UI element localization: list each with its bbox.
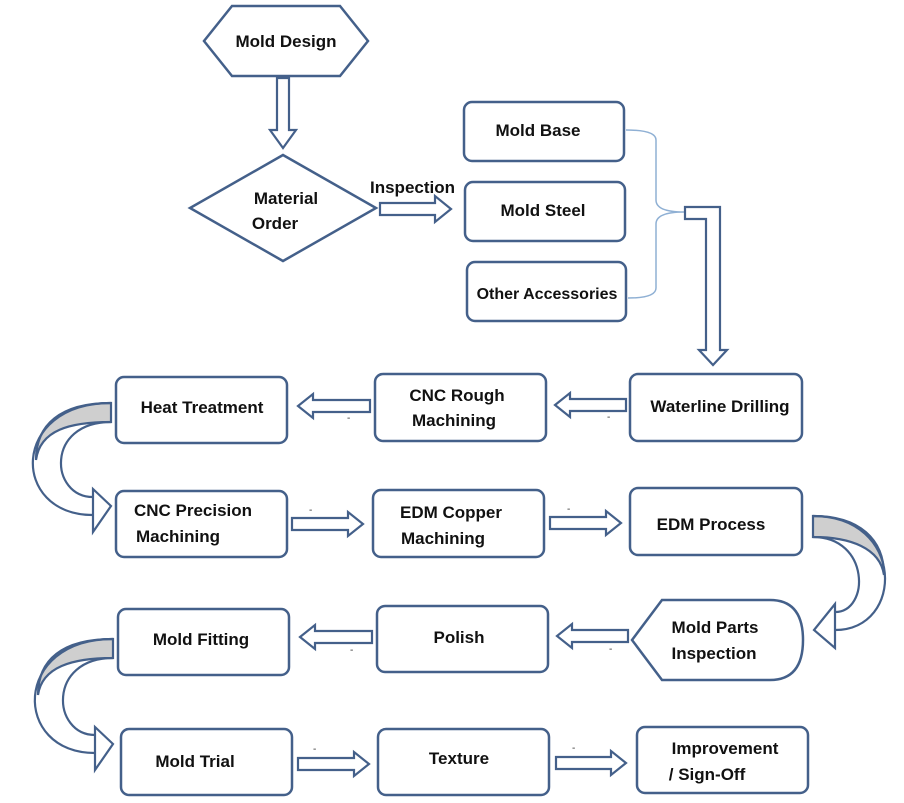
mold-trial-label: Mold Trial [155,752,234,771]
arrow-inspection-to-polish [555,621,630,651]
dash-mark: - [572,743,575,754]
edm-process-label: EDM Process [657,515,766,534]
arrow-precision-to-edm-copper [290,509,365,539]
node-mold-parts-inspection: Mold Parts Inspection [630,598,805,682]
curve-arrow-heat-to-precision [31,401,113,536]
cnc-precision-label-line2: Machining [136,527,220,546]
node-improvement-signoff: Improvement / Sign-Off [635,725,810,795]
edm-copper-label-line1: EDM Copper [400,503,502,522]
arrow-cnc-rough-to-heat [296,391,372,421]
arrow-texture-to-improvement [554,748,628,778]
curve-arrow-fitting-to-trial [33,637,115,774]
arrow-design-to-order [267,76,299,150]
heat-treatment-label: Heat Treatment [141,398,264,417]
node-mold-design: Mold Design [202,4,370,78]
node-cnc-precision: CNC Precision Machining [114,489,289,559]
material-order-label-line2: Order [252,214,299,233]
mold-steel-label: Mold Steel [500,201,585,220]
curve-arrow-edm-to-inspection [811,514,887,651]
node-mold-base: Mold Base [462,100,626,163]
node-mold-fitting: Mold Fitting [116,607,291,677]
improvement-label-line2: / Sign-Off [669,765,746,784]
node-material-order: Material Order [187,153,379,263]
node-mold-steel: Mold Steel [463,180,627,243]
mold-parts-inspection-label-line2: Inspection [671,644,756,663]
dash-mark: - [350,645,353,656]
node-mold-trial: Mold Trial [119,727,294,797]
node-waterline-drilling: Waterline Drilling [628,372,804,443]
material-order-label-line1: Material [254,189,318,208]
mold-parts-inspection-label-line1: Mold Parts [672,618,759,637]
dash-mark: - [607,412,610,423]
mold-fitting-label: Mold Fitting [153,630,249,649]
edm-copper-label-line2: Machining [401,529,485,548]
cnc-rough-label-line2: Machining [412,411,496,430]
texture-label: Texture [429,749,489,768]
node-cnc-rough: CNC Rough Machining [373,372,548,443]
arrow-edm-copper-to-process [548,508,623,538]
node-texture: Texture [376,727,551,797]
node-heat-treatment: Heat Treatment [114,375,289,445]
arrow-waterline-to-cnc-rough [553,390,628,420]
mold-design-label: Mold Design [235,32,336,51]
cnc-precision-label-line1: CNC Precision [134,501,252,520]
inspection-label: Inspection [370,178,455,197]
dash-mark: - [309,505,312,516]
polish-label: Polish [433,628,484,647]
node-other-accessories: Other Accessories [465,260,628,323]
dash-mark: - [313,744,316,755]
dash-mark: - [609,644,612,655]
dash-mark: - [567,504,570,515]
mold-base-label: Mold Base [495,121,580,140]
node-edm-process: EDM Process [628,486,804,557]
other-accessories-label: Other Accessories [477,286,618,303]
arrow-trial-to-texture [296,749,371,779]
arrow-order-to-materials [378,193,453,225]
materials-brace [625,129,685,299]
dash-mark: - [347,413,350,424]
arrow-polish-to-fitting [298,622,374,652]
improvement-label-line1: Improvement [672,739,779,758]
cnc-rough-label-line1: CNC Rough [409,386,504,405]
node-edm-copper: EDM Copper Machining [371,488,546,559]
node-polish: Polish [375,604,550,674]
waterline-drilling-label: Waterline Drilling [650,397,789,416]
arrow-materials-to-waterline [683,205,730,367]
